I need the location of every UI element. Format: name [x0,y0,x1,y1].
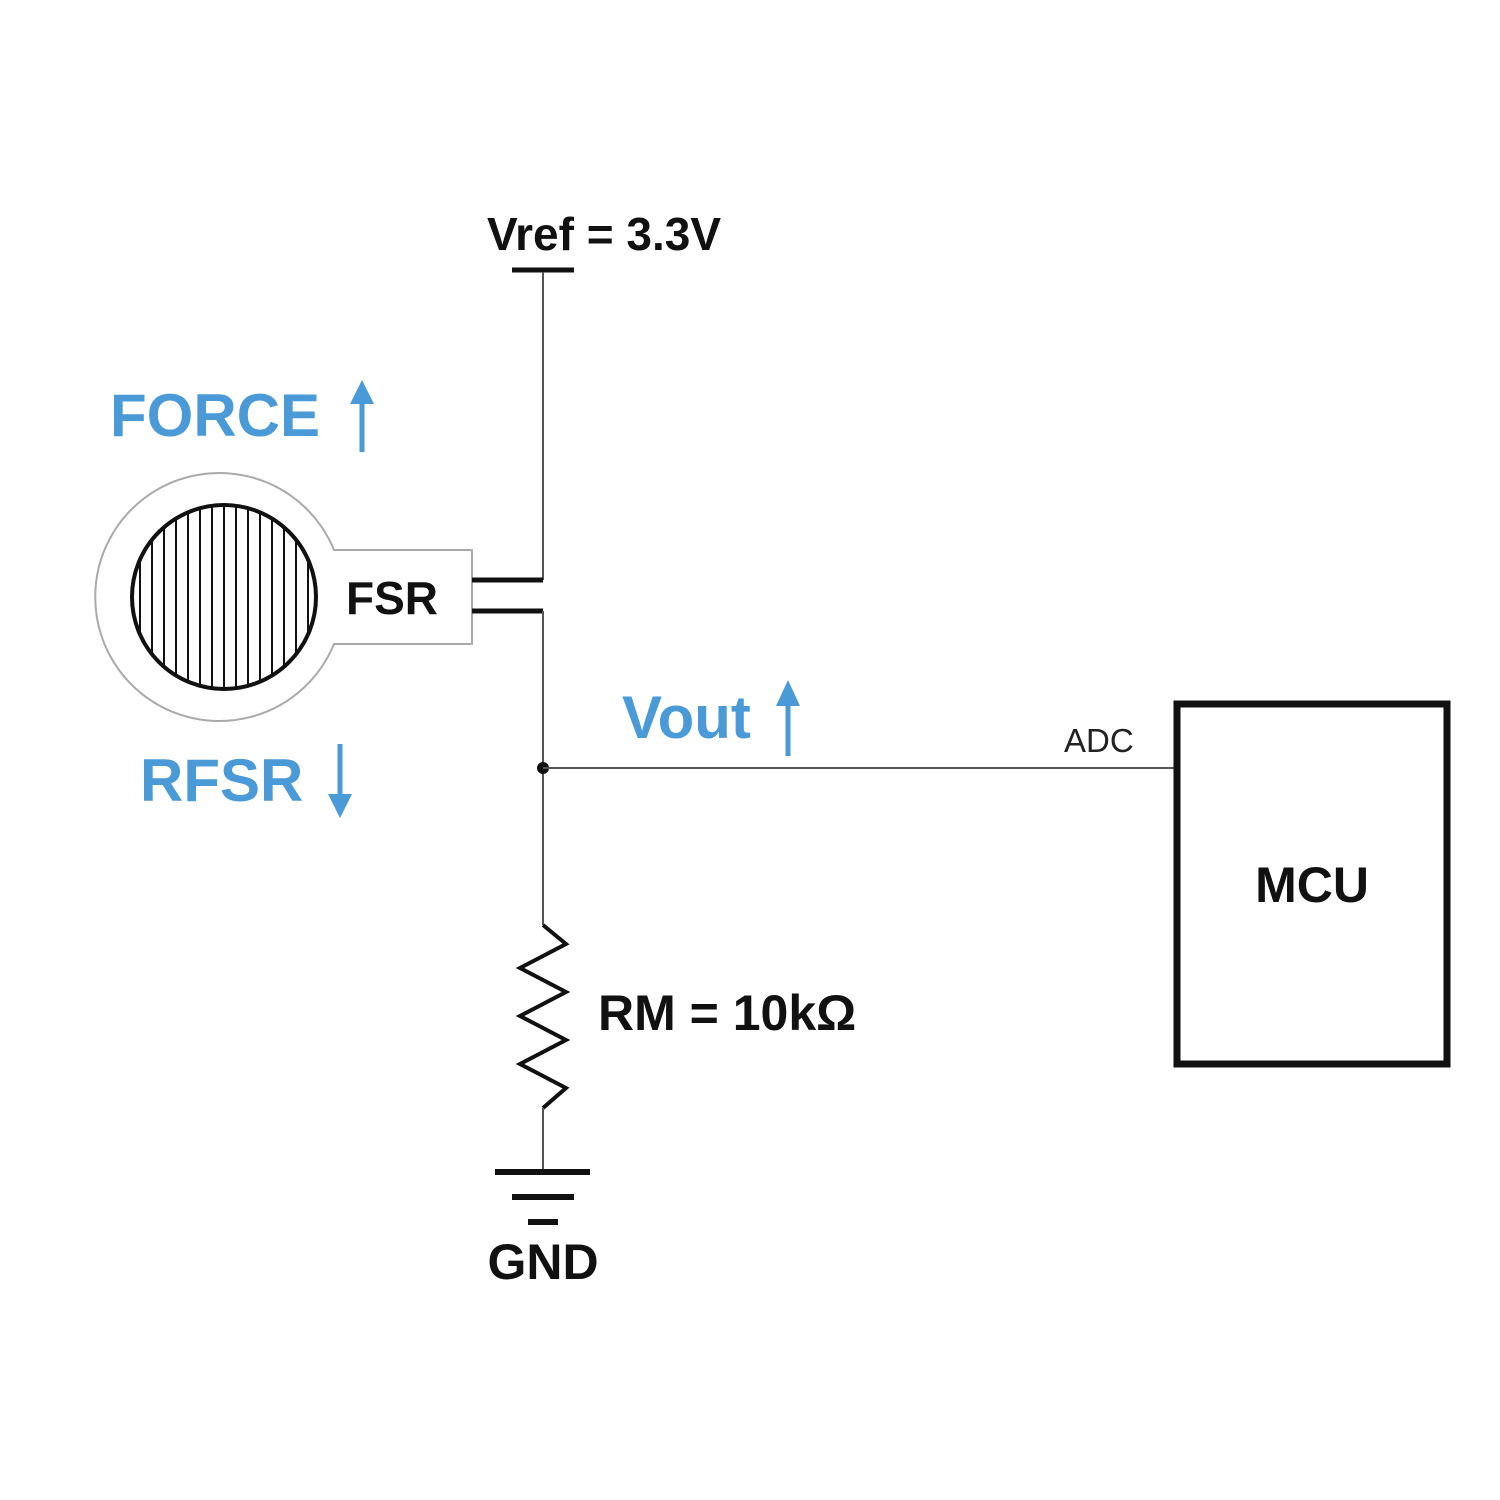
fsr-label: FSR [346,572,438,624]
force-label: FORCE [110,382,320,449]
resistor-rm [515,923,571,1110]
vout-arrow-icon [776,680,800,756]
rm-label: RM = 10kΩ [598,985,856,1041]
mcu-block [1173,700,1451,1068]
fsr-sensor [94,472,473,722]
force-arrow-icon [350,380,374,452]
mcu-label: MCU [1255,857,1369,913]
gnd-label: GND [487,1234,598,1290]
vref-label: Vref = 3.3V [487,208,721,260]
rfsr-arrow-icon [328,744,352,818]
adc-label: ADC [1064,722,1134,759]
vout-label: Vout [622,684,751,751]
rfsr-label: RFSR [140,747,303,814]
ground-icon [495,1169,590,1225]
